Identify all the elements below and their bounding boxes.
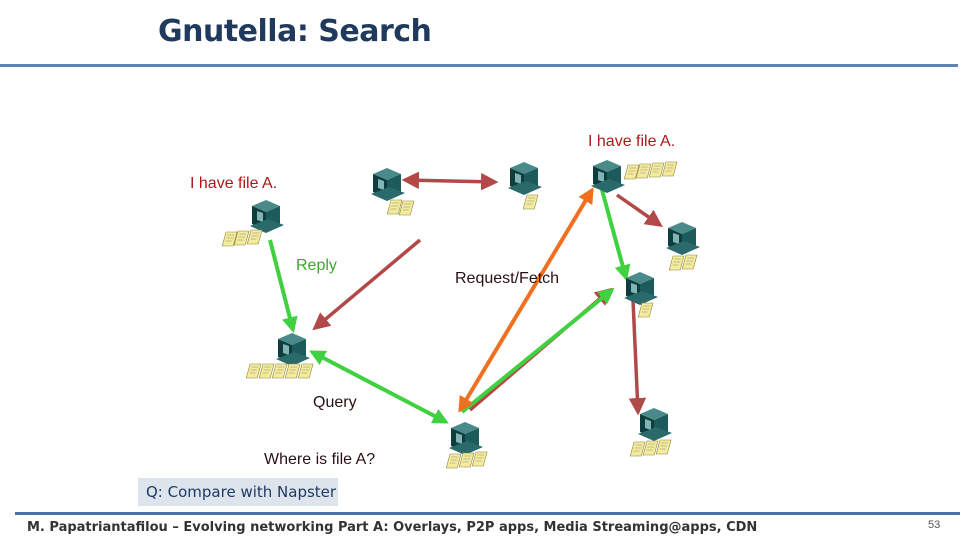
- label-request-fetch: Request/Fetch: [455, 270, 560, 287]
- reply-arrow: [460, 287, 615, 414]
- label-reply: Reply: [296, 257, 337, 274]
- query-arrow: [401, 171, 499, 191]
- computer-icon[interactable]: [591, 160, 625, 193]
- question-box: Q: Compare with Napster: [138, 478, 338, 506]
- reply-arrow: [309, 350, 449, 424]
- file-icon: [623, 161, 678, 180]
- file-icon: [445, 451, 488, 469]
- file-icon: [629, 439, 672, 457]
- computer-icon[interactable]: [276, 333, 310, 366]
- label-query: Query: [313, 394, 357, 411]
- title-divider: [0, 64, 958, 67]
- query-arrow: [628, 299, 647, 416]
- query-arrow: [615, 193, 663, 228]
- computer-icon[interactable]: [449, 422, 483, 455]
- reply-arrow: [268, 239, 298, 334]
- fetch-arrow: [458, 187, 594, 413]
- computer-icon[interactable]: [371, 168, 405, 201]
- query-arrow: [312, 238, 422, 331]
- file-icon: [522, 194, 539, 210]
- page-number: 53: [928, 519, 941, 531]
- computer-icon[interactable]: [250, 200, 284, 233]
- computer-icon[interactable]: [508, 162, 542, 195]
- file-icon: [221, 229, 263, 247]
- footer-text: M. Papatriantafilou – Evolving networkin…: [27, 520, 758, 535]
- slide-title: Gnutella: Search: [158, 14, 432, 49]
- computer-icon[interactable]: [666, 222, 700, 255]
- label-have-file-top-right: I have file A.: [588, 133, 676, 150]
- reply-arrow: [600, 189, 631, 282]
- label-have-file-left: I have file A.: [190, 175, 278, 192]
- footer-divider: [15, 512, 960, 515]
- file-icon: [668, 254, 698, 271]
- file-icon: [637, 302, 654, 318]
- file-icon: [386, 199, 415, 216]
- computer-icon[interactable]: [638, 408, 672, 441]
- label-where-is-file: Where is file A?: [264, 451, 376, 468]
- file-icon: [245, 363, 314, 379]
- computer-icon[interactable]: [624, 272, 658, 305]
